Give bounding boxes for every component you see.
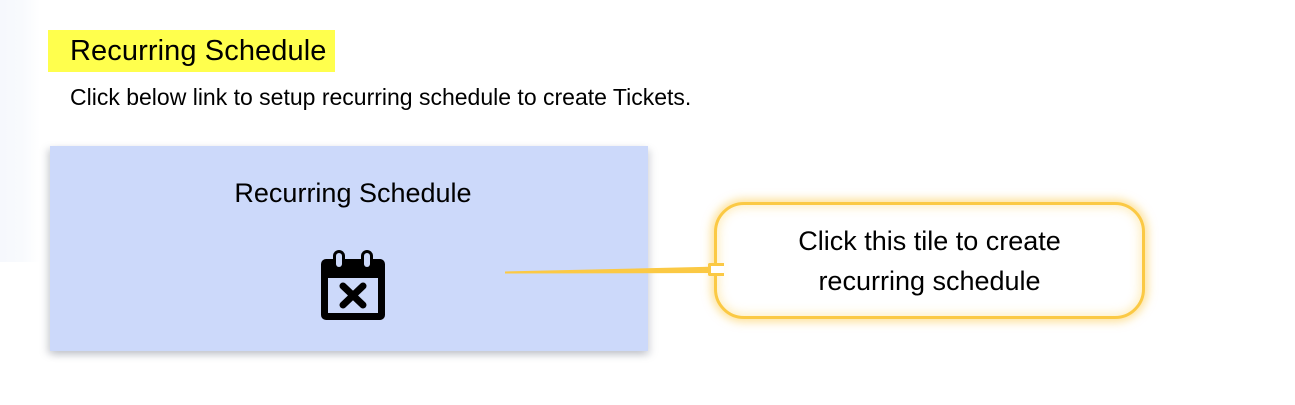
tile-icon-container [50, 250, 648, 322]
calendar-x-icon [321, 250, 385, 320]
page-title: Recurring Schedule [48, 30, 335, 72]
callout-body: Click this tile to create recurring sche… [714, 202, 1145, 319]
recurring-schedule-tile[interactable]: Recurring Schedule [50, 146, 648, 351]
callout-text-line-2: recurring schedule [818, 265, 1041, 296]
callout-bubble: Click this tile to create recurring sche… [708, 202, 1145, 319]
left-edge-panel [0, 0, 40, 262]
callout-tail [708, 263, 724, 276]
page-subtitle: Click below link to setup recurring sche… [70, 84, 692, 110]
tile-title: Recurring Schedule [234, 178, 472, 208]
callout-text-line-1: Click this tile to create [798, 225, 1061, 256]
